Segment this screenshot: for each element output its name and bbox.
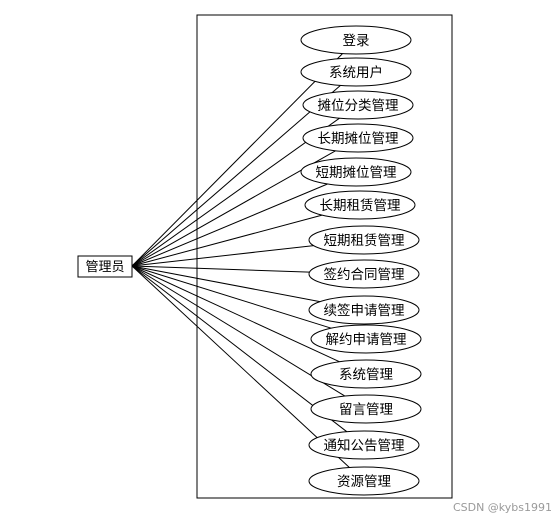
use-case: 系统用户 [300, 57, 412, 87]
association-line [131, 265, 346, 397]
use-case: 续签申请管理 [308, 295, 420, 325]
association-line [131, 265, 332, 329]
use-case-ellipse [302, 123, 414, 153]
association-line [131, 265, 310, 273]
association-line [131, 265, 348, 433]
use-case-ellipse [308, 430, 420, 460]
use-case-label: 通知公告管理 [324, 437, 405, 454]
association-line [131, 265, 320, 303]
use-case-ellipse [310, 324, 422, 354]
association-lines [131, 53, 350, 468]
use-case: 解约申请管理 [310, 324, 422, 354]
use-case: 长期摊位管理 [302, 123, 414, 153]
association-line [131, 265, 340, 363]
actor-label: 管理员 [85, 260, 124, 275]
use-case: 通知公告管理 [308, 430, 420, 460]
use-case: 资源管理 [308, 466, 420, 496]
use-case: 短期租赁管理 [308, 225, 420, 255]
use-case-label: 系统用户 [329, 64, 383, 81]
use-case: 留言管理 [310, 394, 422, 424]
actor-box: 管理员 [77, 255, 133, 278]
use-case-label: 短期摊位管理 [316, 165, 397, 181]
association-line [131, 245, 314, 267]
use-case: 长期租赁管理 [304, 190, 416, 220]
use-case-ellipse [308, 259, 420, 289]
use-case-group: 登录系统用户摊位分类管理长期摊位管理短期摊位管理长期租赁管理短期租赁管理签约合同… [300, 25, 422, 496]
use-case-label: 系统管理 [339, 367, 393, 383]
use-case-ellipse [304, 190, 416, 220]
use-case: 登录 [300, 25, 412, 55]
use-case-ellipse [302, 90, 414, 120]
use-case-ellipse [300, 157, 412, 187]
association-line [131, 53, 343, 267]
use-case-label: 长期租赁管理 [320, 198, 401, 214]
watermark: CSDN @kybs1991 [452, 501, 552, 514]
use-case-ellipse [308, 466, 420, 496]
use-case-ellipse [300, 57, 412, 87]
use-case: 签约合同管理 [308, 259, 420, 289]
use-case-label: 摊位分类管理 [318, 98, 399, 114]
use-case-ellipse [300, 25, 412, 55]
use-case-label: 解约申请管理 [326, 332, 407, 348]
association-line [131, 117, 340, 267]
use-case-label: 资源管理 [337, 474, 391, 490]
use-case-ellipse [308, 225, 420, 255]
use-case: 短期摊位管理 [300, 157, 412, 187]
use-case-ellipse [310, 394, 422, 424]
use-case: 系统管理 [310, 359, 422, 389]
use-case-label: 续签申请管理 [324, 302, 405, 319]
association-line [131, 265, 350, 468]
system-boundary [196, 14, 453, 499]
use-case-label: 留言管理 [339, 402, 393, 418]
association-line [131, 214, 323, 267]
association-line [131, 183, 328, 267]
use-case-label: 登录 [343, 33, 370, 49]
use-case-label: 长期摊位管理 [318, 131, 399, 147]
use-case-ellipse [308, 295, 420, 325]
use-case-ellipse [310, 359, 422, 389]
use-case-label: 签约合同管理 [324, 266, 405, 283]
association-line [131, 85, 341, 267]
use-case-label: 短期租赁管理 [324, 233, 405, 249]
use-case: 摊位分类管理 [302, 90, 414, 120]
